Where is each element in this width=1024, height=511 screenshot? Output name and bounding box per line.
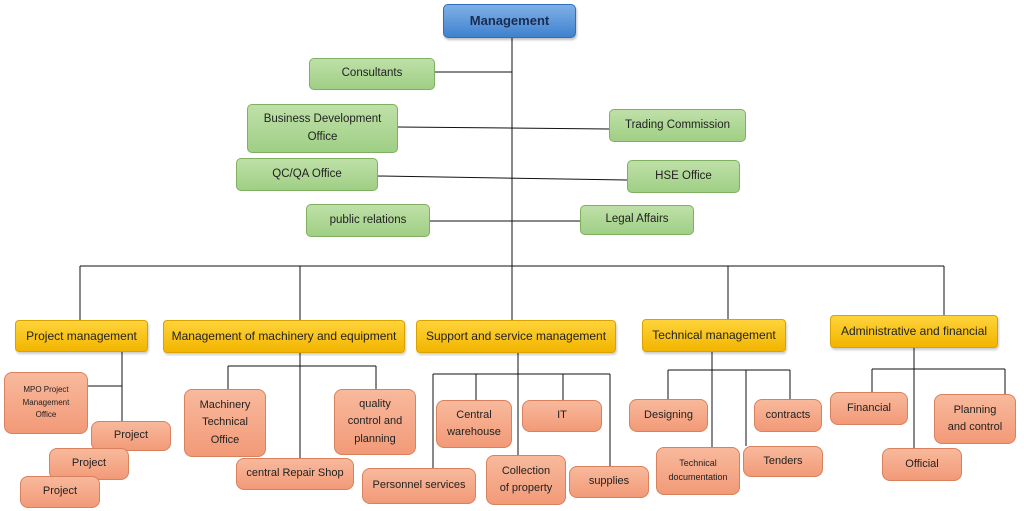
dept-support-service: Support and service management <box>416 320 616 353</box>
node-consultants: Consultants <box>309 58 435 90</box>
unit-machinery-technical-office: Machinery Technical Office <box>184 389 266 457</box>
connector-qc-hse <box>377 175 628 181</box>
node-public-relations: public relations <box>306 204 430 237</box>
unit-project-3: Project <box>20 476 100 508</box>
unit-technical-documentation: Technical documentation <box>656 447 740 495</box>
unit-central-repair-shop: central Repair Shop <box>236 458 354 490</box>
unit-financial: Financial <box>830 392 908 425</box>
unit-official: Official <box>882 448 962 481</box>
unit-contracts: contracts <box>754 399 822 432</box>
node-business-development-office: Business Development Office <box>247 104 398 153</box>
unit-supplies: supplies <box>569 466 649 498</box>
dept-machinery-equipment: Management of machinery and equipment <box>163 320 405 353</box>
dept-technical-management: Technical management <box>642 319 786 352</box>
node-legal-affairs: Legal Affairs <box>580 205 694 235</box>
unit-planning-and-control: Planning and control <box>934 394 1016 444</box>
unit-project-2: Project <box>49 448 129 480</box>
unit-personnel-services: Personnel services <box>362 468 476 504</box>
node-management: Management <box>443 4 576 38</box>
unit-it: IT <box>522 400 602 432</box>
unit-project-1: Project <box>91 421 171 451</box>
unit-mpo-office: MPO Project Management Office <box>4 372 88 434</box>
unit-designing: Designing <box>629 399 708 432</box>
dept-project-management: Project management <box>15 320 148 352</box>
connector-business-trading <box>397 126 610 130</box>
unit-central-warehouse: Central warehouse <box>436 400 512 448</box>
unit-collection-of-property: Collection of property <box>486 455 566 505</box>
dept-administrative-financial: Administrative and financial <box>830 315 998 348</box>
unit-quality-control-planning: quality control and planning <box>334 389 416 455</box>
node-trading-commission: Trading Commission <box>609 109 746 142</box>
node-qc-qa-office: QC/QA Office <box>236 158 378 191</box>
node-hse-office: HSE Office <box>627 160 740 193</box>
unit-tenders: Tenders <box>743 446 823 477</box>
